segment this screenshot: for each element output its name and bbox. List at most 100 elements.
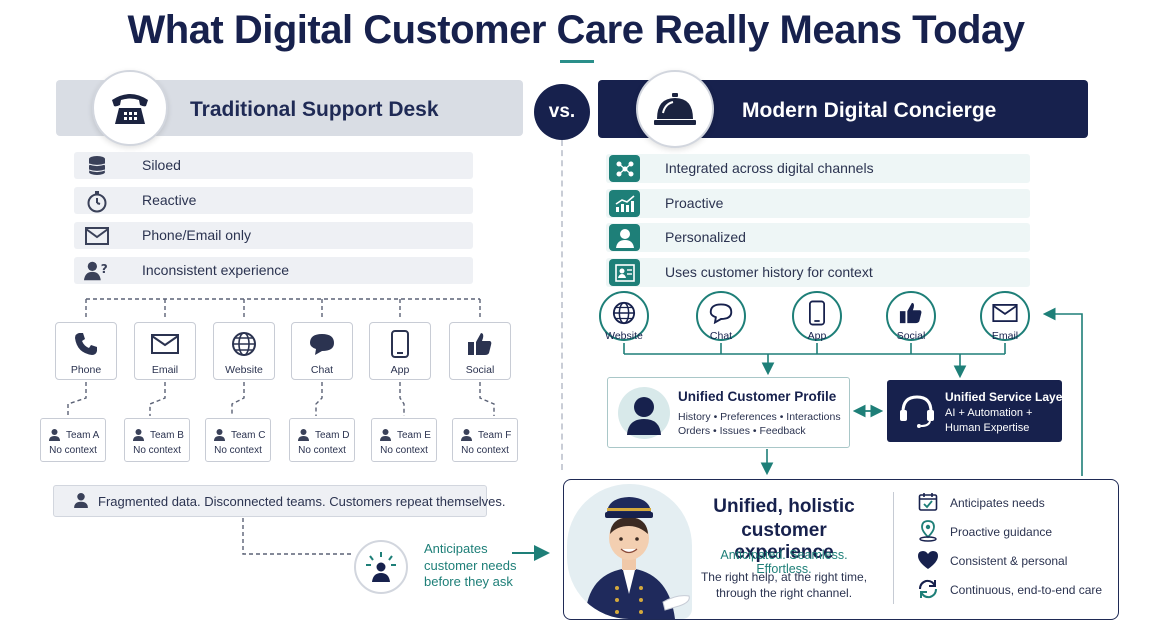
trait-label: Inconsistent experience <box>142 262 290 278</box>
team-box-c: Team C No context <box>205 418 271 462</box>
person-question-icon: ? <box>84 259 110 282</box>
benefit-label: Anticipates needs <box>950 496 1045 510</box>
person-spark-icon <box>354 540 408 594</box>
team-box-e: Team E No context <box>371 418 437 462</box>
phone-icon <box>56 330 116 358</box>
mod-trait-history: Uses customer history for context <box>606 258 1030 287</box>
refresh-icon <box>917 578 939 600</box>
team-box-d: Team D No context <box>289 418 355 462</box>
service-layer-line1: AI + Automation + <box>945 407 1033 419</box>
outcome-title-line2: customer experience <box>734 520 834 563</box>
heart-icon <box>917 549 939 571</box>
channel-label: Chat <box>709 330 733 342</box>
trad-channel-social: Social <box>449 322 511 380</box>
person-icon <box>74 493 88 508</box>
channel-label: App <box>390 364 410 376</box>
trait-label: Integrated across digital channels <box>665 160 874 176</box>
anticipates-line1: Anticipates <box>424 541 488 556</box>
channel-label: Chat <box>310 364 334 376</box>
trad-trait-phone-email: Phone/Email only <box>74 222 473 249</box>
service-layer-title: Unified Service Layer <box>945 390 1068 404</box>
outcome-tagline: Anticipated. Seamless. Effortless. <box>720 548 848 576</box>
mod-channel-email <box>980 291 1030 341</box>
team-name: Team E <box>397 430 431 441</box>
mod-channel-social <box>886 291 936 341</box>
person-icon <box>214 429 225 441</box>
headset-icon <box>900 395 934 428</box>
envelope-icon <box>135 330 195 358</box>
envelope-icon <box>982 293 1028 339</box>
calendar-check-icon <box>917 491 939 513</box>
team-name: Team C <box>231 430 266 441</box>
trad-channel-email: Email <box>134 322 196 380</box>
center-divider <box>561 140 563 470</box>
network-icon <box>609 155 640 182</box>
title-underline <box>560 60 594 63</box>
mod-trait-proactive: Proactive <box>606 189 1030 218</box>
location-pin-icon <box>917 520 939 542</box>
svg-text:?: ? <box>101 261 108 275</box>
outcome-title-line1: Unified, holistic <box>713 496 855 517</box>
trad-channel-phone: Phone <box>55 322 117 380</box>
trad-channel-website: Website <box>213 322 275 380</box>
envelope-icon <box>84 224 110 247</box>
channel-label: Social <box>465 364 495 376</box>
trad-channel-chat: Chat <box>291 322 353 380</box>
telephone-icon <box>92 70 168 146</box>
id-card-icon <box>609 259 640 286</box>
benefit-label: Consistent & personal <box>950 554 1068 568</box>
person-icon <box>49 429 60 441</box>
fragmented-summary-bar <box>53 485 487 517</box>
anticipates-line2: customer needs <box>424 557 517 573</box>
mobile-icon <box>794 293 840 339</box>
trait-label: Proactive <box>665 195 724 211</box>
profile-line1: History • Preferences • Interactions <box>678 411 841 423</box>
trad-channel-app: App <box>369 322 431 380</box>
globe-icon <box>214 330 274 358</box>
trend-chart-icon <box>609 190 640 217</box>
unified-service-layer-box <box>887 380 1062 442</box>
thumbs-up-icon <box>450 330 510 358</box>
person-icon <box>461 429 472 441</box>
thumbs-up-icon <box>888 293 934 339</box>
profile-line2: Orders • Issues • Feedback <box>678 425 806 437</box>
team-context: No context <box>298 445 346 456</box>
mod-channel-website <box>599 291 649 341</box>
team-name: Team A <box>66 430 100 441</box>
team-name: Team F <box>478 430 512 441</box>
trait-label: Siloed <box>142 157 181 173</box>
mod-trait-integrated: Integrated across digital channels <box>606 154 1030 183</box>
team-context: No context <box>133 445 181 456</box>
trad-trait-inconsistent: ? Inconsistent experience <box>74 257 473 284</box>
vs-badge: vs. <box>534 84 590 140</box>
chat-icon <box>698 293 744 339</box>
outcome-desc-line2: through the right channel. <box>715 586 853 600</box>
channel-label: Social <box>896 330 926 342</box>
person-icon <box>298 429 309 441</box>
avatar <box>618 387 670 439</box>
team-context: No context <box>214 445 262 456</box>
trad-trait-reactive: Reactive <box>74 187 473 214</box>
person-icon <box>133 429 144 441</box>
team-box-a: Team A No context <box>40 418 106 462</box>
trait-label: Phone/Email only <box>142 227 251 243</box>
trait-label: Personalized <box>665 229 746 245</box>
team-name: Team D <box>315 430 350 441</box>
service-bell-icon <box>636 70 714 148</box>
channel-label: App <box>807 330 827 342</box>
person-icon <box>380 429 391 441</box>
traditional-title: Traditional Support Desk <box>190 98 439 121</box>
concierge-illustration <box>567 484 692 619</box>
trait-label: Uses customer history for context <box>665 264 873 280</box>
anticipates-text: Anticipates customer needs before they a… <box>424 541 517 591</box>
globe-icon <box>601 293 647 339</box>
team-context: No context <box>461 445 509 456</box>
outcome-desc-line1: The right help, at the right time, <box>700 570 868 584</box>
benefit-label: Continuous, end-to-end care <box>950 583 1103 597</box>
person-icon <box>609 224 640 251</box>
benefit-label: Proactive guidance <box>950 525 1053 539</box>
channel-label: Website <box>605 330 643 342</box>
stopwatch-icon <box>84 189 110 212</box>
page-title: What Digital Customer Care Really Means … <box>127 8 1025 52</box>
